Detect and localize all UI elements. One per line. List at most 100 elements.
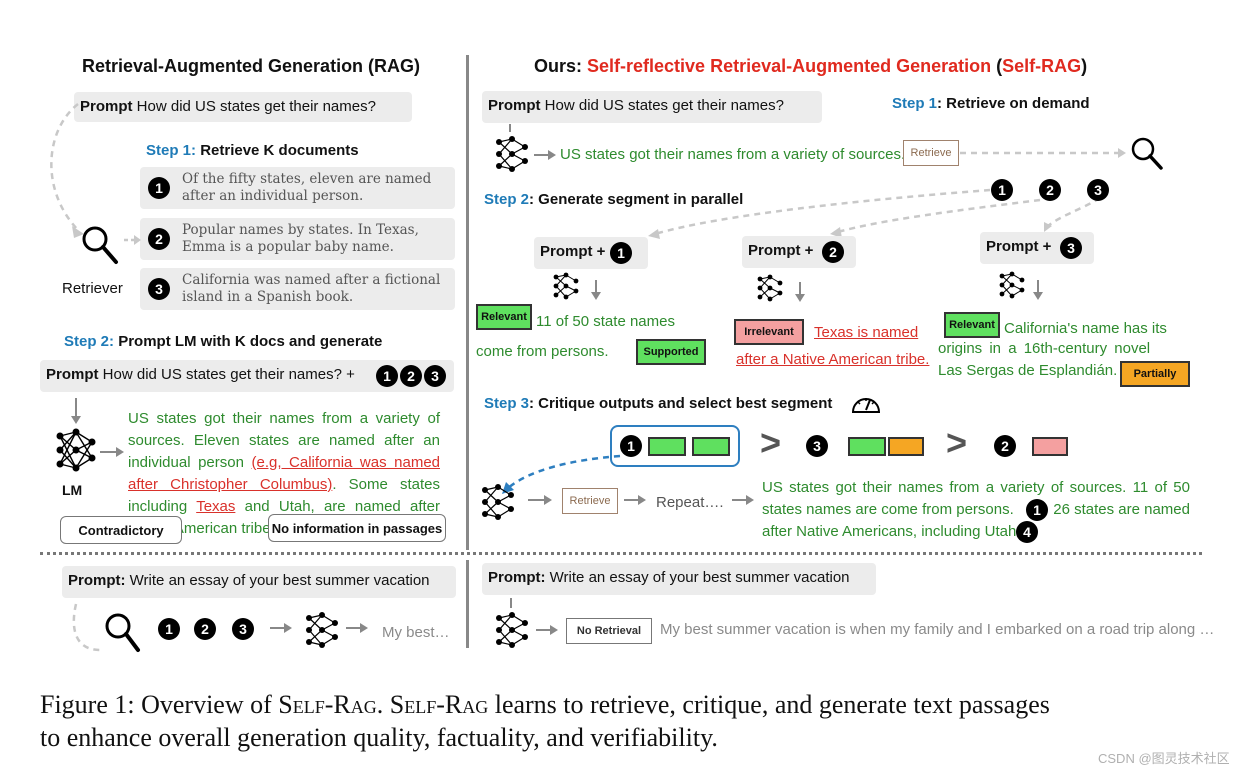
lm-label: LM <box>62 482 83 498</box>
prompt-doc-3: 3 <box>1060 237 1082 259</box>
retrieve-token-2: Retrieve <box>562 488 618 514</box>
bottom-prompt-text: Write an essay of your best summer vacat… <box>549 569 850 586</box>
gen-contradict-b: after Christopher Columbus) <box>128 476 333 493</box>
selfrag-title: Ours: Self-reflective Retrieval-Augmente… <box>534 56 1087 77</box>
retrieved-doc-3: 3 <box>1087 179 1109 201</box>
step2-label: Step 2 <box>484 191 530 208</box>
final-line-2a: states names are come from persons. <box>762 501 1014 518</box>
gen-line-5a: including <box>128 498 197 515</box>
seg3-text-a: California's name has its <box>1004 320 1167 337</box>
prompt-doc-2: 2 <box>822 241 844 263</box>
seg3-text-c: Las Sergas de Esplandián. <box>938 362 1118 379</box>
rag-prompt-box: Prompt How did US states get their names… <box>74 92 412 122</box>
parallel-prompt-1: Prompt + 1 <box>534 237 648 269</box>
doc-1: 1 Of the fifty states, eleven are named … <box>140 167 455 209</box>
step2-text: Prompt LM with K docs and generate <box>118 333 383 350</box>
bottom-prompt-label: Prompt: <box>488 569 546 586</box>
supported-token: Supported <box>636 339 706 365</box>
bottom-prompt-text: Write an essay of your best summer vacat… <box>129 572 430 589</box>
gen-line-5: including Texas and Utah, are named afte… <box>128 496 440 518</box>
lm-arrows <box>71 398 124 457</box>
selfrag-step2: Step 2: Generate segment in parallel <box>484 191 743 208</box>
repeat-text: Repeat…. <box>656 494 724 511</box>
selfrag-lm-icon <box>496 136 528 172</box>
rank-doc-3: 3 <box>806 435 828 457</box>
retriever-label: Retriever <box>62 280 123 297</box>
no-retrieval-token: No Retrieval <box>566 618 652 644</box>
gen-contradict-a: (e.g, California was named <box>251 454 440 471</box>
panel-divider <box>466 55 469 550</box>
relevant-token-1: Relevant <box>476 304 532 330</box>
selfrag-step1: Step 1: Retrieve on demand <box>892 95 1090 112</box>
prompt-plus: Prompt + <box>540 243 606 260</box>
watermark: CSDN @图灵技术社区 <box>1098 751 1230 766</box>
doc-ref-1: 1 <box>376 365 398 387</box>
partially-token: Partially <box>1120 361 1190 387</box>
rag-retrieve-arrows <box>50 103 141 245</box>
prompt-label: Prompt <box>80 98 133 115</box>
callout-no-info: No information in passages <box>268 514 446 542</box>
step3-text: : Critique outputs and select best segme… <box>529 395 833 412</box>
selfrag-lm-icon-final <box>482 484 514 520</box>
rag-bottom-lm-icon <box>306 612 338 648</box>
gen-noinfo: Texas <box>196 498 236 515</box>
title-main: Self-reflective Retrieval-Augmented Gene… <box>587 56 992 76</box>
retrieve-token: Retrieve <box>903 140 959 166</box>
rank1-supported-block <box>692 437 730 456</box>
selfrag-final-output: US states got their names from a variety… <box>762 477 1190 543</box>
irrelevant-token: Irrelevant <box>734 319 804 345</box>
lm-icon-3 <box>999 271 1025 299</box>
gen-line-1: US states got their names from a variety… <box>128 410 440 427</box>
gen-line-2: sources. Eleven states are named after a… <box>128 432 440 449</box>
step1-label: Step 1 <box>892 95 938 112</box>
step1-text: Retrieve K documents <box>200 142 359 159</box>
rank3-relevant-block <box>848 437 886 456</box>
final-line-1: US states got their names from a variety… <box>762 479 1190 496</box>
selfrag-bottom-lm-icon <box>496 612 528 648</box>
doc-ref-3: 3 <box>424 365 446 387</box>
rank-doc-1: 1 <box>620 435 642 457</box>
greater-than-1: > <box>760 422 782 463</box>
gen-line-3: individual person (e.g, California was n… <box>128 452 440 474</box>
selfrag-step3: Step 3: Critique outputs and select best… <box>484 395 832 412</box>
rag-bottom-search-icon <box>105 613 140 652</box>
best-segment-box <box>610 425 740 467</box>
lm-icon-1 <box>553 272 579 300</box>
gen-line-5c: and Utah, are named after <box>235 498 441 515</box>
doc-text: California was named after a fictional i… <box>182 272 441 305</box>
rag-bottom-arrows <box>72 603 368 652</box>
step3-label: Step 3 <box>484 395 530 412</box>
step1-label: Step 1: <box>146 142 197 159</box>
figure-caption-line1: Figure 1: Overview of Self-Rag. Self-Rag… <box>40 688 1050 721</box>
title-abbrev: Self-RAG <box>1002 56 1082 76</box>
gen-line-4b: . Some states <box>332 476 440 493</box>
seg1-text-a: 11 of 50 state names <box>536 313 675 330</box>
caption-1b: Self-Rag <box>278 690 377 719</box>
seg1-text-b: come from persons. <box>476 343 609 360</box>
step2-text: : Generate segment in parallel <box>529 191 744 208</box>
seg2-text-a: Texas is named <box>814 324 919 341</box>
selfrag-prompt-box: Prompt How did US states get their names… <box>482 91 822 123</box>
title-paren-open: ( <box>991 56 1003 76</box>
caption-1a: Figure 1: Overview of <box>40 690 279 719</box>
retrieved-doc-2: 2 <box>1039 179 1061 201</box>
retrieved-doc-1: 1 <box>991 179 1013 201</box>
selfrag-bottom-prompt: Prompt: Write an essay of your best summ… <box>482 563 876 595</box>
bottom-doc-1: 1 <box>158 618 180 640</box>
caption-1c: . <box>376 690 390 719</box>
parallel-prompt-3: Prompt + 3 <box>980 232 1094 264</box>
callout-contradictory: Contradictory <box>60 516 182 544</box>
lm-icon-2 <box>757 274 783 302</box>
rag-bottom-output: My best… <box>382 624 450 641</box>
doc-3: 3 California was named after a fictional… <box>140 268 455 310</box>
doc-2: 2 Popular names by states. In Texas, Emm… <box>140 218 455 260</box>
caption-1d: Self-Rag <box>389 690 489 719</box>
lm-network-icon <box>56 428 96 472</box>
caption-1e: learns to retrieve, critique, and genera… <box>488 690 1050 719</box>
panel-divider-bottom <box>466 560 469 648</box>
gen-line-3a: individual person <box>128 454 252 471</box>
doc-number: 3 <box>148 278 170 300</box>
title-paren-close: ) <box>1081 56 1088 76</box>
prompt2-label: Prompt <box>46 366 99 383</box>
prompt2-text: How did US states get their names? + <box>102 366 355 383</box>
